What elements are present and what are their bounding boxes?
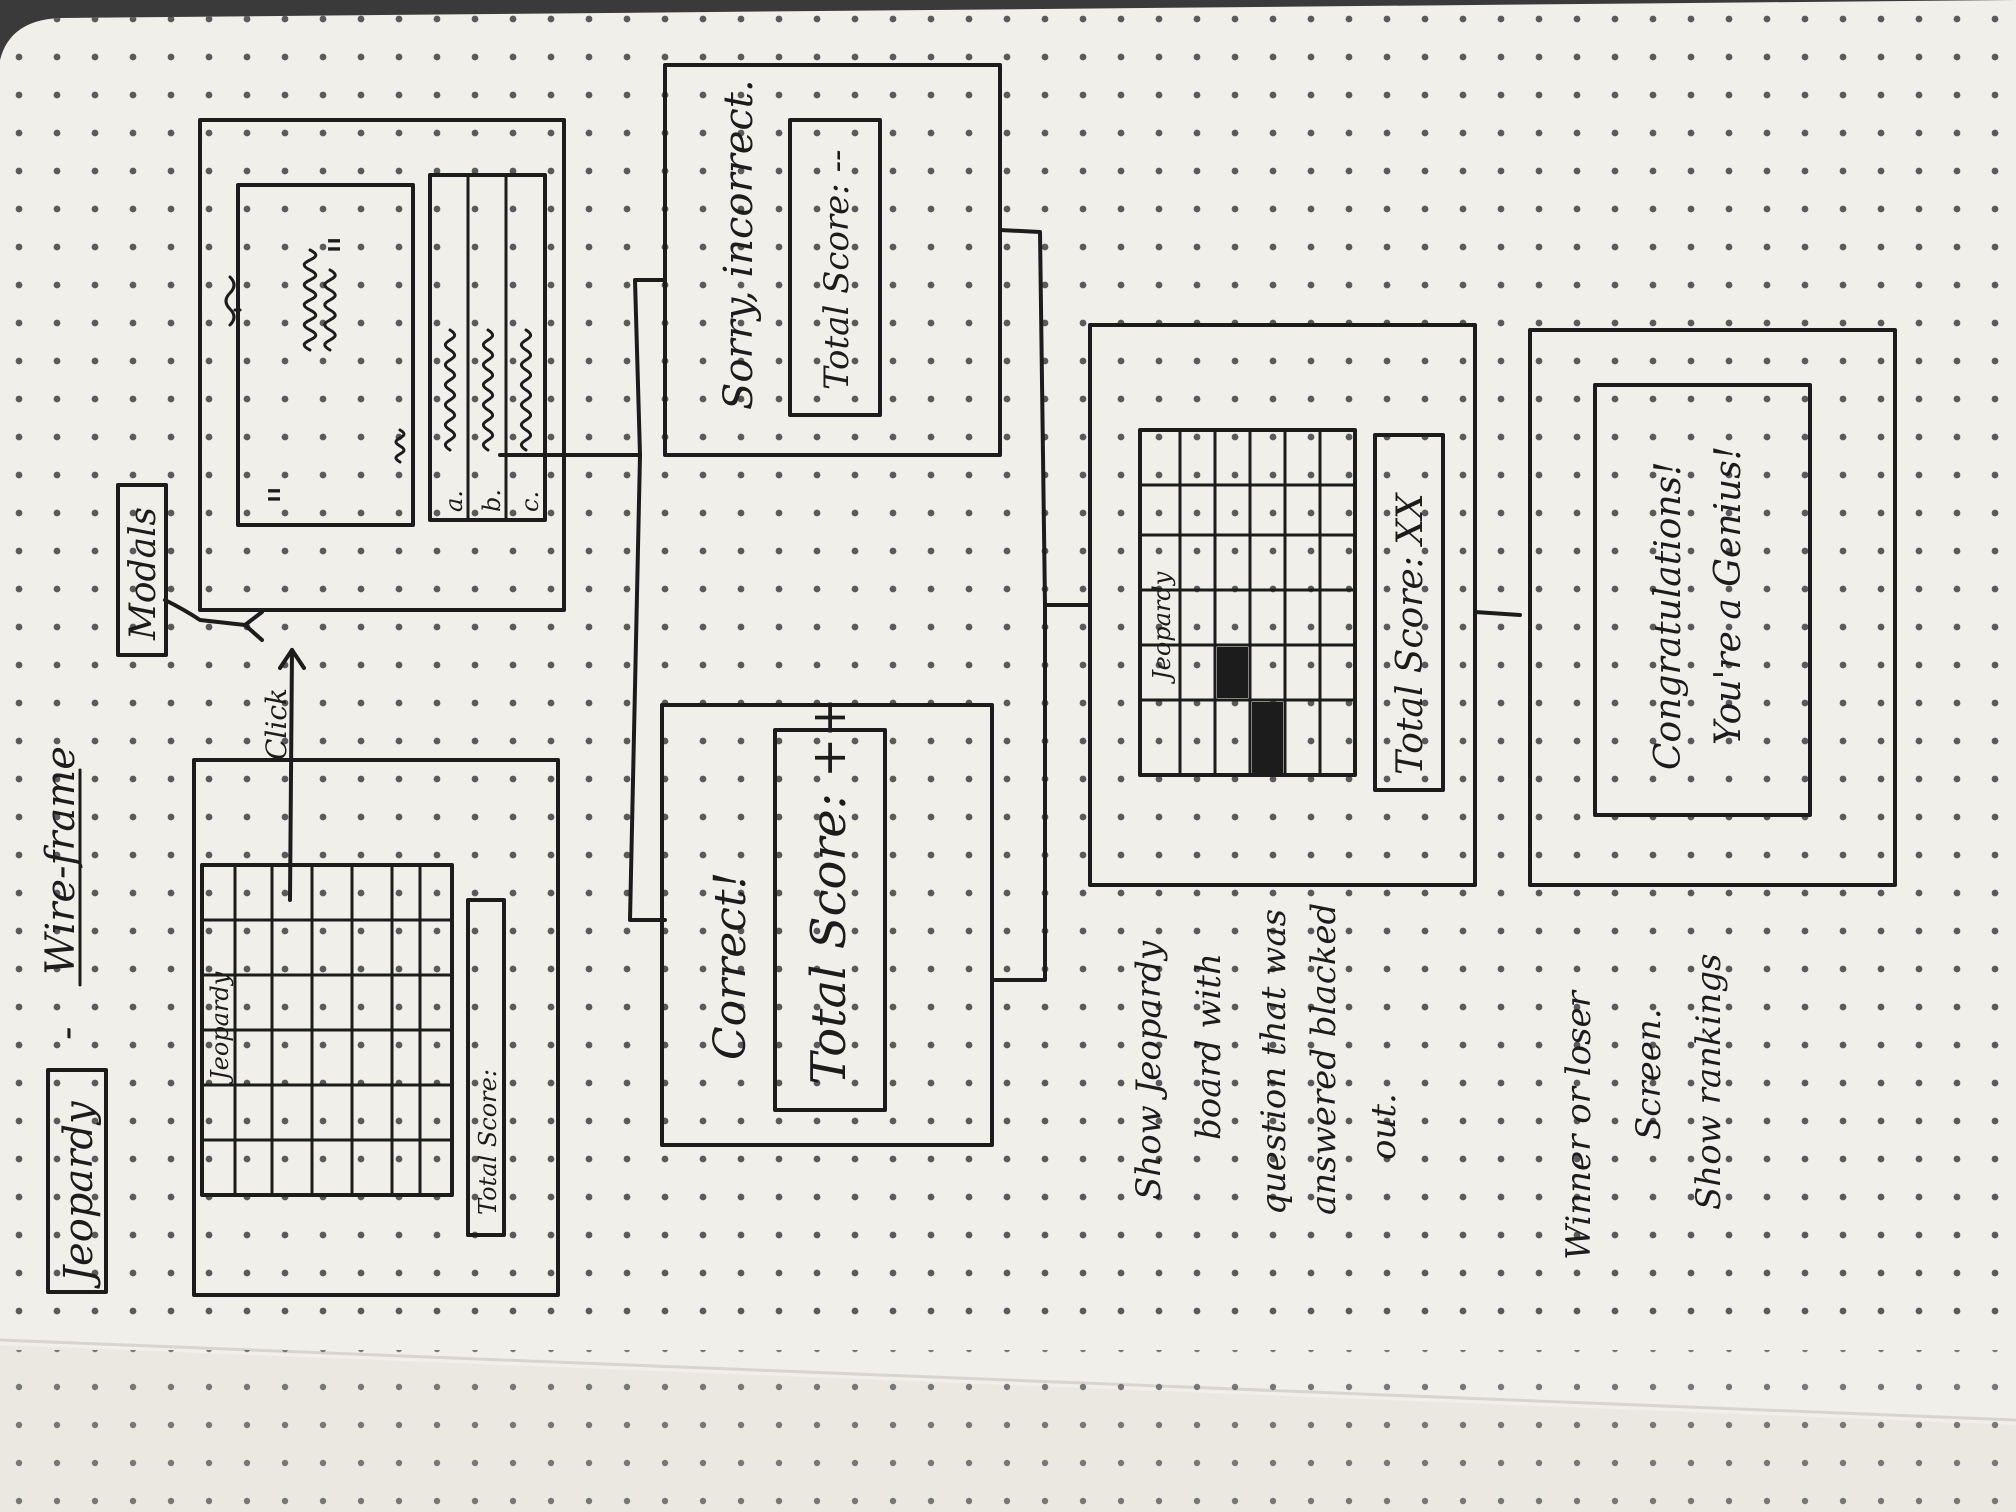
title-block	[46, 768, 108, 1294]
question-quote-open: "	[260, 485, 311, 505]
incorrect-modal-frame	[663, 63, 1002, 457]
question-modal	[198, 118, 566, 612]
incorrect-score-box	[788, 118, 882, 417]
question-squiggle-1	[224, 275, 242, 327]
board-note-line-1: Show Jeopardy	[1129, 940, 1169, 1200]
connector-to-correct	[628, 453, 667, 922]
question-text-box	[236, 183, 415, 527]
answer-b-line	[481, 328, 495, 452]
board-score-label: Total Score:	[474, 1069, 502, 1215]
question-squiggle-3	[323, 268, 337, 352]
correct-score-text: Total Score: ++	[801, 697, 857, 1085]
modals-arrowhead	[243, 610, 264, 642]
answer-option-a: a.	[440, 490, 468, 512]
incorrect-message: Sorry, incorrect.	[716, 79, 762, 410]
connector-board-to-final	[1473, 610, 1522, 617]
blacked-out-cell	[1252, 702, 1283, 773]
modals-label-box	[116, 483, 168, 657]
board-note-line-5: out.	[1364, 1093, 1404, 1160]
final-line-2: You're a Genius!	[1708, 446, 1749, 745]
final-message-box	[1593, 383, 1812, 817]
correct-modal	[660, 703, 994, 1147]
updated-board-grid-frame	[1138, 428, 1357, 777]
title-box	[46, 1068, 108, 1294]
title-subtitle: Wire-frame	[38, 746, 84, 975]
question-quote-close: "	[320, 235, 371, 255]
updated-score-bar	[1373, 433, 1445, 792]
final-screen	[1528, 328, 1897, 887]
updated-board-frame	[1088, 323, 1477, 887]
board-note-line-2: board with	[1189, 953, 1229, 1140]
correct-modal-frame	[660, 703, 994, 1147]
board-note-line-4: answered blacked	[1304, 903, 1344, 1215]
final-note-line-3: Show rankings	[1689, 953, 1729, 1210]
incorrect-modal	[663, 63, 1002, 457]
connector-correct-to-board	[993, 603, 1047, 982]
title-app-name: Jeopardy	[56, 1100, 102, 1289]
board-score-bar	[466, 898, 506, 1237]
updated-board-score-text: Total Score: XX	[1390, 492, 1431, 775]
answer-c-line	[519, 328, 533, 452]
click-label: Click	[260, 688, 293, 760]
answer-squiggle-a	[394, 428, 406, 464]
updated-board-grid-lines	[1138, 428, 1357, 777]
correct-message: Correct!	[705, 872, 756, 1060]
board-screen-frame	[192, 758, 560, 1297]
blacked-out-cells	[1217, 647, 1283, 773]
title-separator: -	[44, 1026, 90, 1040]
blacked-out-cell	[1217, 647, 1248, 698]
modals-label: Modals	[123, 507, 164, 641]
updated-board-title: Jeopardy	[1148, 571, 1176, 685]
click-arrowhead	[278, 648, 306, 670]
board-note-line-3: question that was	[1254, 909, 1294, 1215]
question-squiggle-2	[302, 248, 318, 352]
incorrect-score-text: Total Score: --	[817, 149, 857, 390]
answer-option-b: b.	[478, 489, 506, 512]
answer-option-c: c.	[516, 491, 544, 512]
answer-box	[428, 173, 547, 522]
final-screen-frame	[1528, 328, 1897, 887]
final-line-1: Congratulations!	[1648, 461, 1689, 770]
connector-incorrect-to-board	[998, 228, 1092, 607]
board-screen	[192, 758, 560, 1297]
final-note-line-1: Winner or loser	[1559, 989, 1599, 1260]
answer-a-line	[443, 328, 457, 452]
final-note-line-2: Screen.	[1629, 1008, 1669, 1140]
question-modal-frame	[198, 118, 566, 612]
click-arrow	[288, 648, 294, 902]
connector-to-incorrect	[498, 278, 667, 457]
modals-arrow	[163, 598, 247, 627]
correct-score-box	[773, 728, 887, 1112]
board-title: Jeopardy	[206, 971, 234, 1085]
board-grid-lines	[200, 863, 454, 1197]
updated-board-screen	[1088, 323, 1477, 887]
